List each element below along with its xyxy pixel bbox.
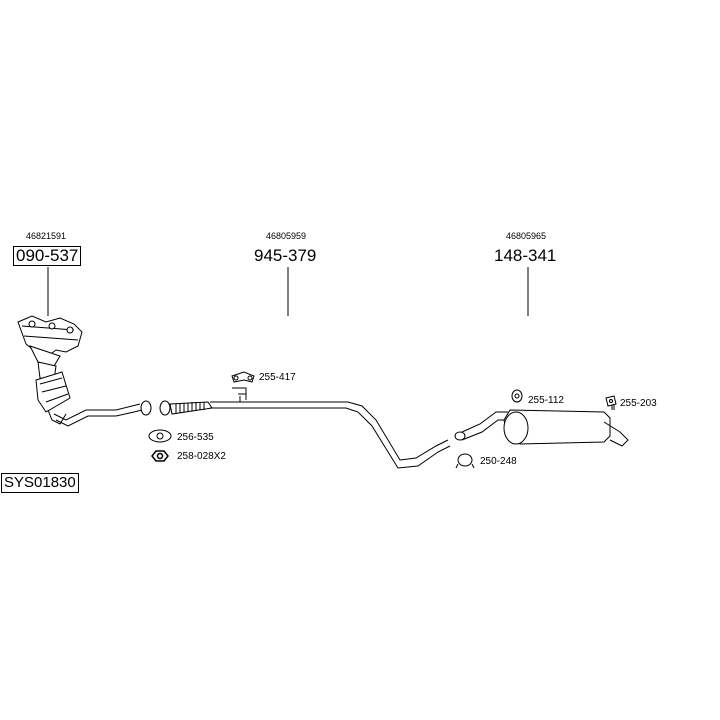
oem-number-1: 46821591 xyxy=(26,231,67,241)
part-number-2[interactable]: 945-379 xyxy=(254,246,317,265)
nut-icon-258-028X2 xyxy=(151,450,169,462)
front-pipe xyxy=(53,400,152,427)
clamp-icon-255-417 xyxy=(231,371,255,383)
accessory-label-256-535[interactable]: 256-535 xyxy=(177,432,214,443)
hanger-icon-255-203 xyxy=(605,395,617,407)
gasket-icon-256-535 xyxy=(148,429,172,443)
rubber-mount-icon-255-112 xyxy=(511,389,523,403)
part-number-1[interactable]: 090-537 xyxy=(13,246,82,266)
exhaust-manifold-catalyst xyxy=(17,315,83,425)
oem-number-3: 46805965 xyxy=(506,231,547,241)
accessory-label-255-203[interactable]: 255-203 xyxy=(620,398,657,409)
accessory-label-255-417[interactable]: 255-417 xyxy=(259,372,296,383)
accessory-label-258-028X2[interactable]: 258-028X2 xyxy=(177,451,226,462)
rear-silencer xyxy=(454,404,629,447)
oem-number-2: 46805959 xyxy=(266,231,307,241)
clamp-icon-250-248 xyxy=(455,453,475,469)
part-number-3[interactable]: 148-341 xyxy=(494,246,557,265)
accessory-label-255-112[interactable]: 255-112 xyxy=(528,395,564,406)
accessory-label-250-248[interactable]: 250-248 xyxy=(480,456,517,467)
leader-lines xyxy=(47,267,529,316)
system-code: SYS01830 xyxy=(1,473,79,493)
centre-pipe xyxy=(159,387,451,469)
